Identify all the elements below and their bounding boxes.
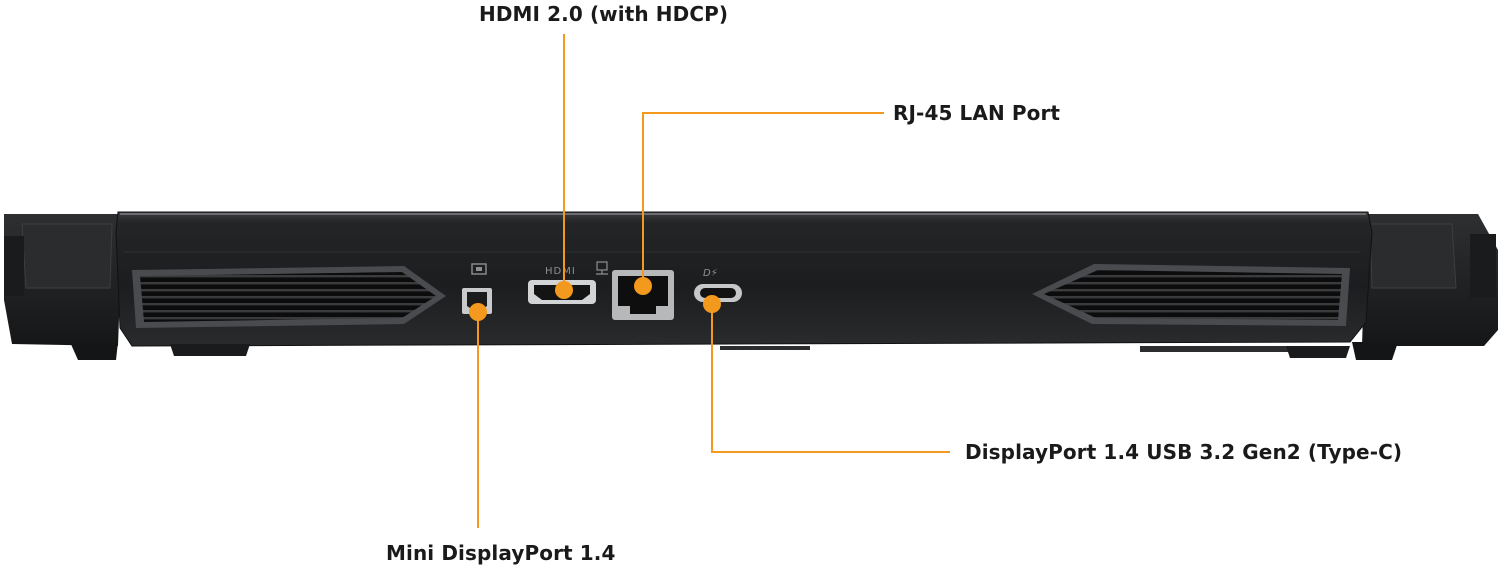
hdmi-callout-label: HDMI 2.0 (with HDCP): [479, 2, 729, 26]
svg-text:D⚡: D⚡: [703, 268, 718, 279]
left-hinge: [4, 214, 122, 360]
mini-dp-marker-dot: [469, 303, 487, 321]
hdmi-marker-dot: [555, 281, 573, 299]
hdmi-icon: HDMI: [545, 266, 576, 277]
displayport-usb-c-icon: D⚡: [703, 268, 718, 279]
svg-text:HDMI: HDMI: [545, 266, 576, 277]
rj45-leader-line: [642, 112, 884, 286]
rj45-callout-label: RJ-45 LAN Port: [893, 101, 1061, 125]
mini-displayport-callout-label: Mini DisplayPort 1.4: [386, 541, 616, 565]
left-air-vent: [132, 266, 446, 328]
laptop-chassis: [115, 211, 1373, 358]
rj45-marker-dot: [634, 277, 652, 295]
right-hinge: [1352, 214, 1498, 360]
usb-c-marker-dot: [703, 295, 721, 313]
usb-c-callout-label: DisplayPort 1.4 USB 3.2 Gen2 (Type-C): [965, 440, 1403, 464]
right-air-vent: [1032, 264, 1350, 326]
mini-displayport-icon: [471, 263, 487, 275]
lan-network-icon: [596, 261, 608, 275]
usb-c-leader-line: [711, 304, 950, 453]
callout-leaders: [469, 34, 950, 528]
